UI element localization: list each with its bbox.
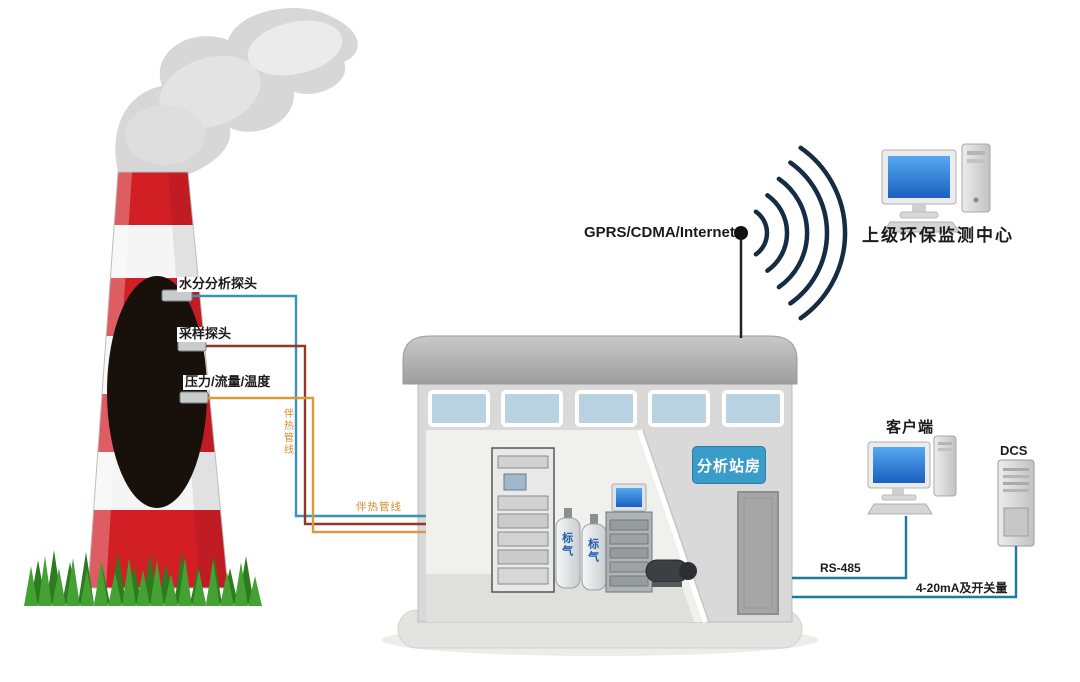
dcs-server [997, 459, 1035, 547]
gas-cylinder-1 [555, 508, 581, 589]
pressure-probe-device [179, 391, 209, 404]
station-roof [402, 335, 798, 385]
monitor-screen [888, 156, 950, 198]
heated-line-horizontal-label: 伴热管线 [356, 501, 402, 513]
pump-unit [645, 559, 697, 587]
analog-line [792, 546, 1018, 599]
window-1 [428, 390, 490, 427]
moisture-line [192, 294, 426, 518]
network-label: GPRS/CDMA/Internet [584, 224, 735, 241]
antenna-dot [734, 226, 748, 240]
analog-signal-label: 4-20mA及开关量 [916, 581, 1008, 595]
heated-sample-line [208, 396, 426, 534]
std-gas-label-2: 标气 [586, 538, 599, 564]
output-signal-lines [792, 516, 1018, 599]
window-4 [648, 390, 710, 427]
window-2 [501, 390, 563, 427]
client-computer [867, 435, 957, 515]
monitoring-center-computer [881, 143, 991, 233]
client-label: 客户端 [886, 419, 935, 436]
wifi-arcs [753, 145, 848, 321]
instrument-rack [491, 447, 555, 593]
moisture-probe-label: 水分分析探头 [177, 276, 260, 292]
rs485-label: RS-485 [820, 561, 861, 575]
station-interior [426, 429, 710, 623]
monitoring-center-label: 上级环保监测中心 [862, 226, 1014, 245]
station-windows [428, 390, 784, 427]
analysis-station-building [402, 335, 798, 623]
sampling-lines [192, 294, 426, 534]
keyboard [883, 221, 962, 233]
station-monitor [611, 483, 647, 512]
dcs-label: DCS [1000, 443, 1028, 458]
control-cabinet [605, 511, 653, 593]
smoke-plume [115, 8, 358, 180]
sampling-line [206, 344, 426, 526]
window-3 [575, 390, 637, 427]
std-gas-label-1: 标气 [560, 532, 573, 558]
window-5 [722, 390, 784, 427]
pressure-flow-temp-label: 压力/流量/温度 [183, 374, 273, 390]
rs485-line [792, 516, 908, 580]
station-door [737, 491, 779, 615]
heated-line-vertical-label: 伴热管线 [281, 408, 293, 456]
keyboard [867, 503, 933, 515]
antenna [734, 145, 848, 338]
monitor-screen [873, 447, 925, 483]
sampling-probe-label: 采样探头 [177, 326, 234, 342]
grass [24, 550, 262, 606]
station-room-badge: 分析站房 [692, 446, 766, 484]
